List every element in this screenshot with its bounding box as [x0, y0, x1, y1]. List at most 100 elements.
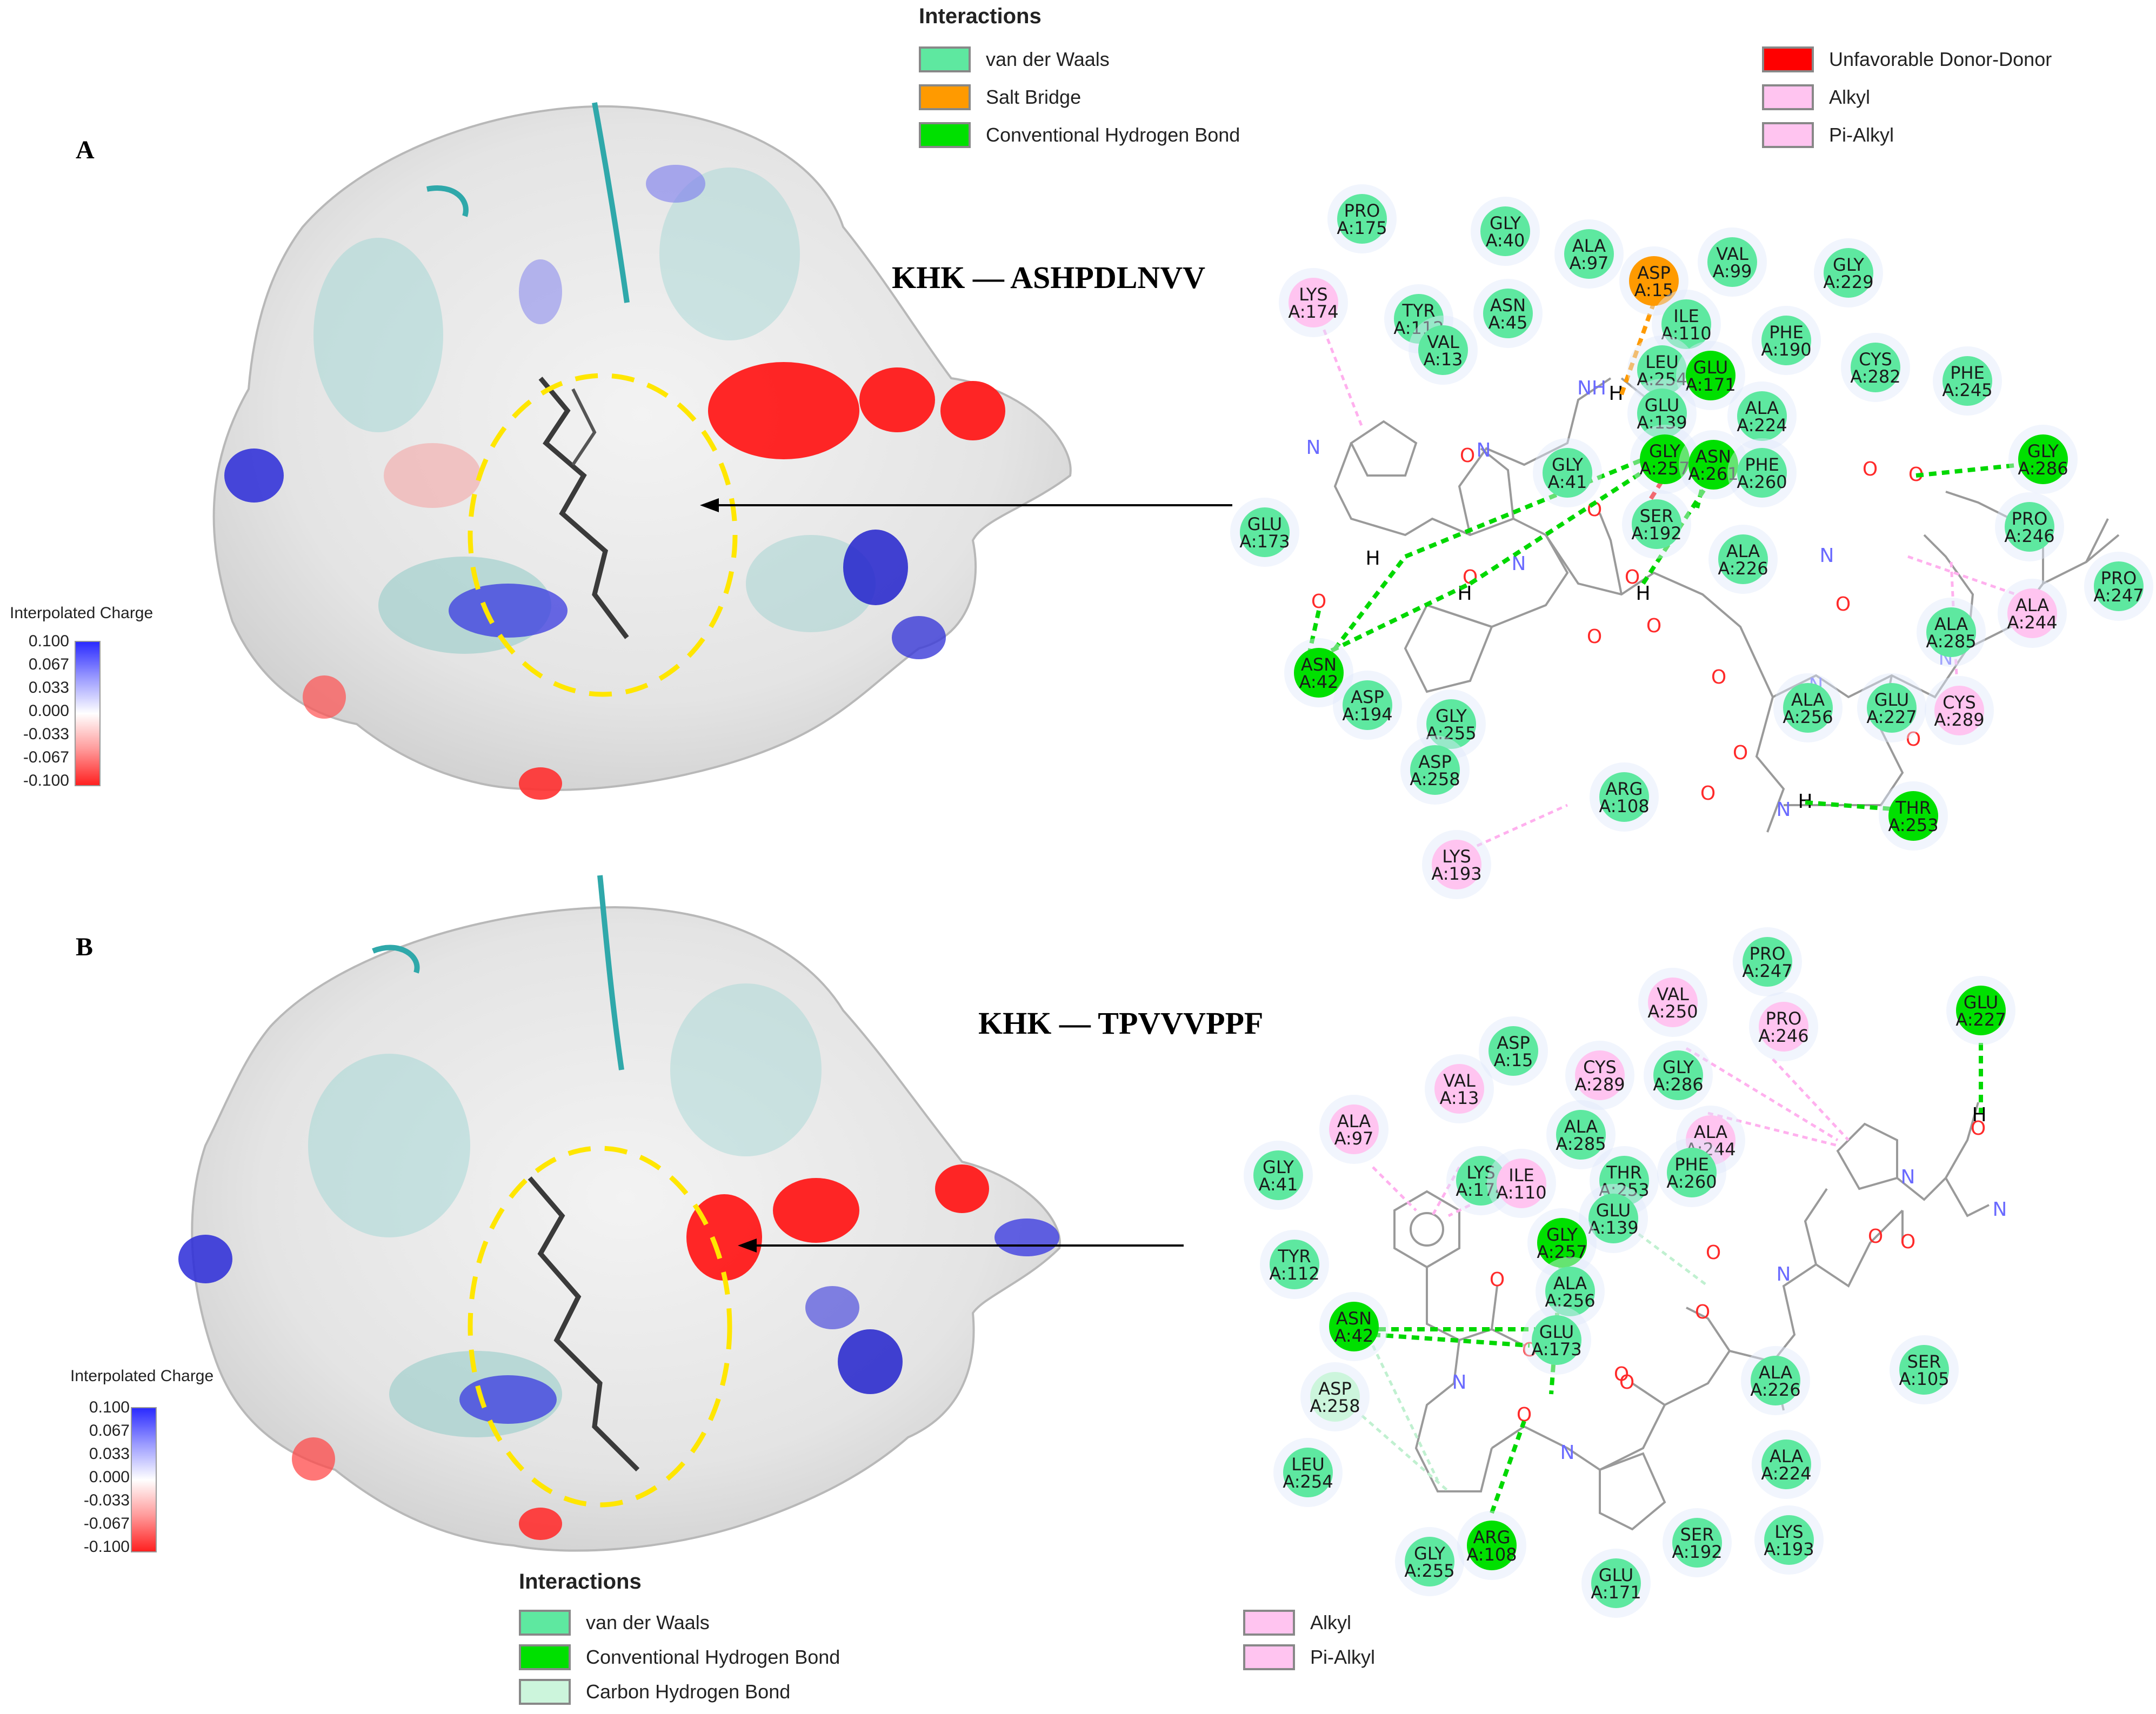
residue-disc [1310, 1372, 1360, 1422]
residue-name: ALA [1694, 1122, 1727, 1142]
residue-disc [1240, 507, 1290, 557]
colorbar-gradient [131, 1407, 157, 1552]
residue-disc [1343, 680, 1392, 730]
residue-name: VAL [1657, 984, 1689, 1005]
atom-o: O [1619, 1371, 1634, 1394]
residue-name: PRO [1766, 1008, 1802, 1029]
residue-id: A:286 [2018, 458, 2068, 479]
residue-disc [1926, 607, 1976, 657]
residue-name: GLY [1436, 706, 1467, 726]
residue-disc [1707, 237, 1757, 287]
residue-id: A:15 [1494, 1050, 1533, 1070]
legend-label: Pi-Alkyl [1310, 1646, 1376, 1668]
atom-o: O [1460, 445, 1475, 467]
legend-swatch [1243, 1610, 1295, 1636]
residue-name: TYR [1401, 300, 1435, 321]
atom-o: O [1900, 1231, 1915, 1253]
residue-disc [2005, 502, 2054, 552]
residue-id: A:139 [1637, 412, 1687, 433]
colorbar-b: Interpolated Charge 0.100 0.067 0.033 0.… [70, 1367, 232, 1556]
residue-id: A:108 [1466, 1544, 1517, 1565]
residue-id: A:190 [1761, 339, 1811, 360]
residue-id: A:192 [1672, 1542, 1722, 1562]
residue-name: GLU [1964, 992, 1998, 1013]
atom-o: O [1711, 666, 1726, 688]
colorbar-tick: 0.000 [89, 1468, 130, 1486]
legend-swatch [919, 46, 971, 72]
residue-name: LYS [1774, 1522, 1803, 1542]
interaction-lines-b [1372, 1043, 1983, 1514]
residue-id: A:45 [1488, 312, 1528, 333]
residue-name: TYR [1277, 1246, 1311, 1267]
residue-id: A:257 [1537, 1242, 1587, 1262]
residue-disc [2094, 561, 2144, 611]
legend-label: Conventional Hydrogen Bond [586, 1646, 840, 1668]
atom-n: N [1560, 1442, 1575, 1464]
residue-disc [1556, 1110, 1606, 1160]
legend-item-carbon-hbond: Carbon Hydrogen Bond [519, 1679, 790, 1705]
binding-site-outline-a [468, 373, 738, 697]
legend-swatch [1243, 1644, 1295, 1670]
residue-id: A:99 [1713, 261, 1752, 282]
atom-o: O [1971, 1117, 1986, 1140]
residue-name: THR [1895, 798, 1931, 818]
residue-name: GLY [1546, 1224, 1578, 1245]
residue-disc [1934, 686, 1984, 735]
atom-nh: NH [1577, 377, 1606, 399]
residue-disc [1761, 316, 1811, 365]
legend-swatch [919, 84, 971, 110]
residue-id: A:245 [1942, 380, 1992, 400]
residue-name: GLY [1263, 1157, 1294, 1177]
residue-name: VAL [1443, 1070, 1476, 1091]
residue-disc [1434, 1064, 1484, 1114]
colorbar-tick: 0.067 [28, 655, 69, 673]
protein-surface-a [212, 102, 1072, 800]
residue-disc [1824, 248, 1873, 298]
legend-swatch [1762, 84, 1814, 110]
residue-disc [1867, 683, 1917, 733]
residue-disc [1943, 356, 1992, 406]
atom-n: N [1512, 553, 1526, 575]
residue-disc [1899, 1345, 1949, 1395]
legend-item-pi-alkyl: Pi-Alkyl [1243, 1644, 1375, 1670]
residue-disc [1599, 772, 1649, 822]
residue-disc [1588, 1194, 1638, 1243]
residue-name: LYS [1466, 1162, 1495, 1183]
colorbar-tick: -0.067 [83, 1515, 130, 1532]
residue-disc [1543, 448, 1592, 498]
atom-o: O [1695, 1301, 1710, 1323]
residue-name: ALA [2015, 595, 2049, 615]
legend-item-vdw: van der Waals [519, 1610, 710, 1636]
colorbar-tick: -0.033 [83, 1491, 130, 1509]
legend-label: van der Waals [586, 1611, 710, 1633]
residue-disc [1653, 1050, 1703, 1100]
residue-name: CYS [1943, 692, 1976, 713]
residue-id: A:193 [1431, 863, 1481, 884]
panel-title-b: KHK — TPVVVPPF [978, 1006, 1264, 1041]
residue-id: A:254 [1283, 1471, 1333, 1492]
residue-id: A:193 [1764, 1539, 1814, 1559]
residue-disc [1648, 977, 1698, 1027]
ligand-atoms-a: O N N O H N O H O O H NH H O O N O O O N… [1306, 377, 1953, 821]
residue-name: ALA [1759, 1362, 1792, 1383]
residue-name: PRO [1750, 943, 1786, 964]
residue-disc [1599, 1156, 1649, 1206]
residue-disc [1661, 299, 1711, 349]
